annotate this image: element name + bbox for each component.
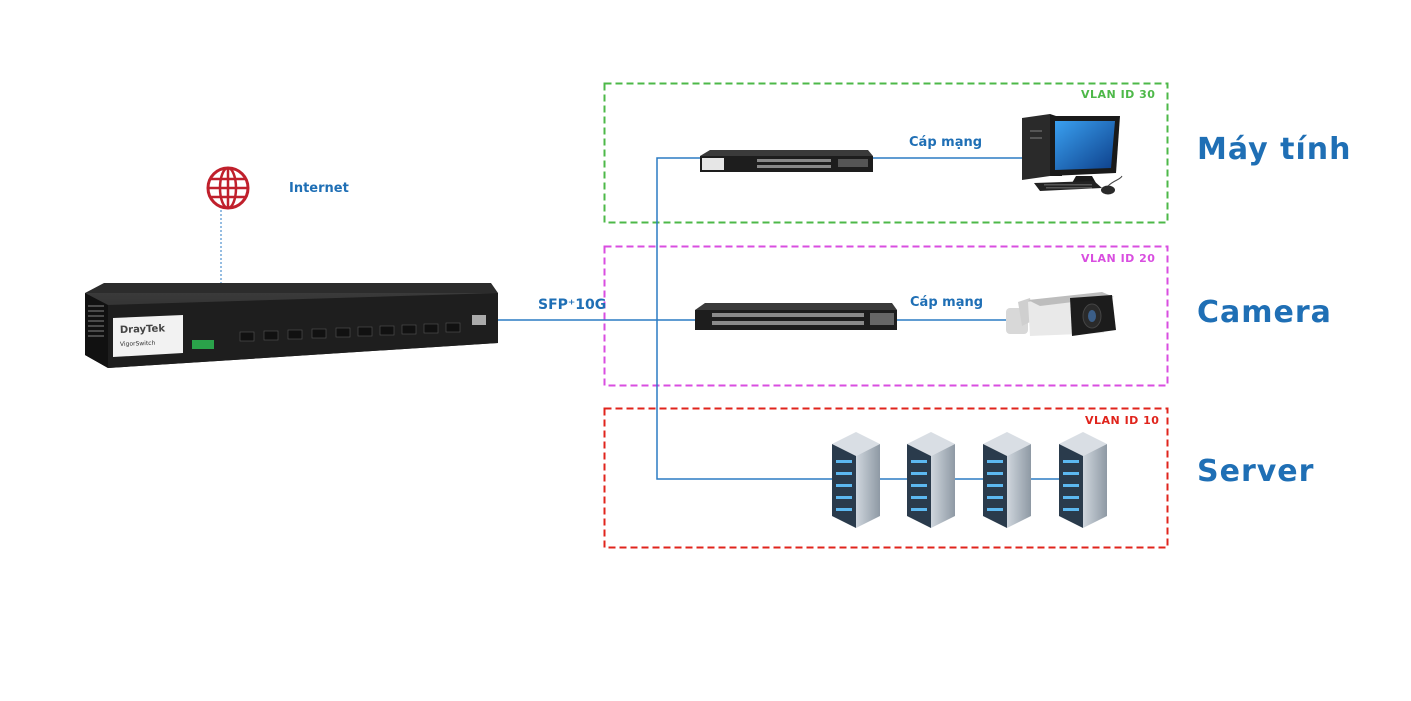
server-rack-icon: [983, 432, 1031, 528]
server-rack-icons: [832, 432, 1107, 528]
vlan-30-id-label: VLAN ID 30: [1081, 88, 1156, 101]
internet-label: Internet: [289, 181, 349, 196]
cable-label-vlan20: Cáp mạng: [910, 295, 984, 310]
bullet-camera-icon: [1006, 292, 1116, 336]
sfp-link-label: SFP⁺10G: [538, 297, 607, 313]
group-label-camera: Camera: [1197, 295, 1332, 330]
group-label-server: Server: [1197, 454, 1315, 489]
core-switch-brand: DrayTek: [120, 323, 166, 336]
access-switch-vlan30: [700, 150, 873, 172]
network-links: [497, 157, 1062, 480]
vlan-20-id-label: VLAN ID 20: [1081, 252, 1156, 265]
server-rack-icon: [832, 432, 880, 528]
core-switch: DrayTek VigorSwitch: [85, 283, 498, 368]
group-label-computers: Máy tính: [1197, 132, 1352, 167]
server-rack-icon: [1059, 432, 1107, 528]
server-rack-icon: [907, 432, 955, 528]
core-switch-model: VigorSwitch: [120, 340, 156, 348]
vlan-30-box: [603, 82, 1169, 224]
vlan-20-box: [603, 245, 1169, 387]
vlan-10-box: [603, 407, 1169, 549]
desktop-computer-icon: [1022, 114, 1123, 195]
cable-label-vlan30: Cáp mạng: [909, 135, 983, 150]
vlan-10-id-label: VLAN ID 10: [1085, 414, 1160, 427]
globe-icon: [206, 166, 250, 210]
access-switch-vlan20: [695, 303, 897, 330]
